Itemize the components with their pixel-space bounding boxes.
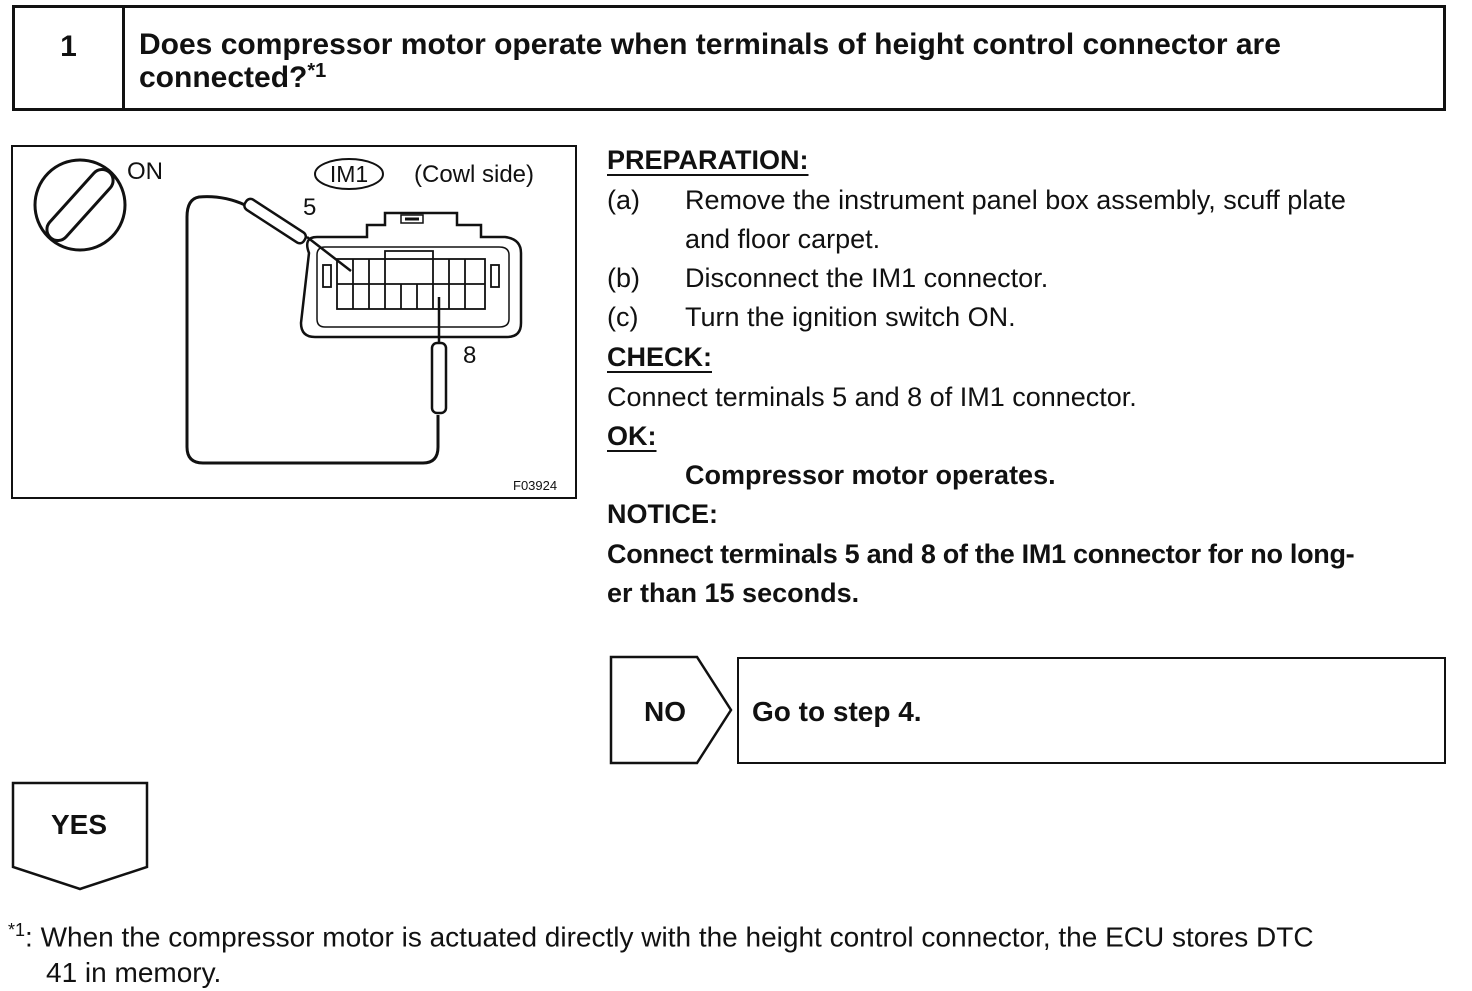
footnote: *1: When the compressor motor is actuate… (8, 912, 1458, 991)
terminal-5-label: 5 (303, 194, 316, 221)
step-number: 1 (15, 8, 125, 108)
notice-text-line1: Connect terminals 5 and 8 of the IM1 con… (607, 539, 1355, 569)
step-title: Does compressor motor operate when termi… (139, 28, 1429, 94)
connector-diagram: ON IM1 (Cowl side) (11, 145, 577, 499)
item-letter: (b) (607, 263, 640, 293)
ignition-on-label: ON (127, 158, 163, 185)
terminal-8-label: 8 (463, 342, 476, 369)
yes-label: YES (51, 809, 107, 840)
yes-branch-arrow: YES (11, 781, 151, 898)
connector-id-oval (314, 158, 384, 190)
preparation-heading: PREPARATION: (607, 145, 809, 175)
footnote-line1: *1: When the compressor motor is actuate… (8, 912, 1458, 955)
connector-id-label: IM1 (330, 161, 368, 187)
test-lead-wire (185, 195, 440, 465)
no-branch-action: Go to step 4. (737, 657, 1446, 764)
check-heading: CHECK: (607, 342, 712, 372)
item-text: Turn the ignition switch ON. (685, 302, 1016, 332)
preparation-item-c: (c) Turn the ignition switch ON. (607, 298, 1016, 337)
step-title-text: Does compressor motor operate when termi… (139, 28, 1281, 94)
preparation-item-a: (a) Remove the instrument panel box assem… (607, 181, 1346, 220)
preparation-item-b: (b) Disconnect the IM1 connector. (607, 259, 1048, 298)
footnote-text: : When the compressor motor is actuated … (25, 921, 1314, 953)
no-branch-arrow: NO (609, 655, 735, 772)
preparation-item-a-continued: and floor carpet. (685, 224, 881, 254)
item-letter: (c) (607, 302, 639, 332)
notice-heading: NOTICE: (607, 499, 718, 529)
footnote-line2: 41 in memory. (46, 957, 222, 989)
item-text: Remove the instrument panel box assembly… (685, 185, 1346, 215)
footnote-marker: *1 (8, 920, 26, 940)
connector-body (299, 211, 523, 339)
notice-text-line2: er than 15 seconds. (607, 578, 860, 608)
probe-terminal-8 (430, 297, 448, 415)
probe-terminal-5 (243, 197, 352, 272)
step-header: 1 Does compressor motor operate when ter… (12, 5, 1446, 111)
figure-id-label: F03924 (513, 478, 557, 493)
ok-heading: OK: (607, 421, 657, 451)
check-text: Connect terminals 5 and 8 of IM1 connect… (607, 382, 1137, 412)
item-text: Disconnect the IM1 connector. (685, 263, 1049, 293)
cowl-side-label: (Cowl side) (414, 161, 534, 188)
step-title-footnote-marker: *1 (307, 60, 327, 82)
ok-text: Compressor motor operates. (685, 460, 1056, 490)
ignition-switch-icon (33, 158, 127, 252)
no-label: NO (644, 696, 686, 727)
item-letter: (a) (607, 185, 640, 215)
